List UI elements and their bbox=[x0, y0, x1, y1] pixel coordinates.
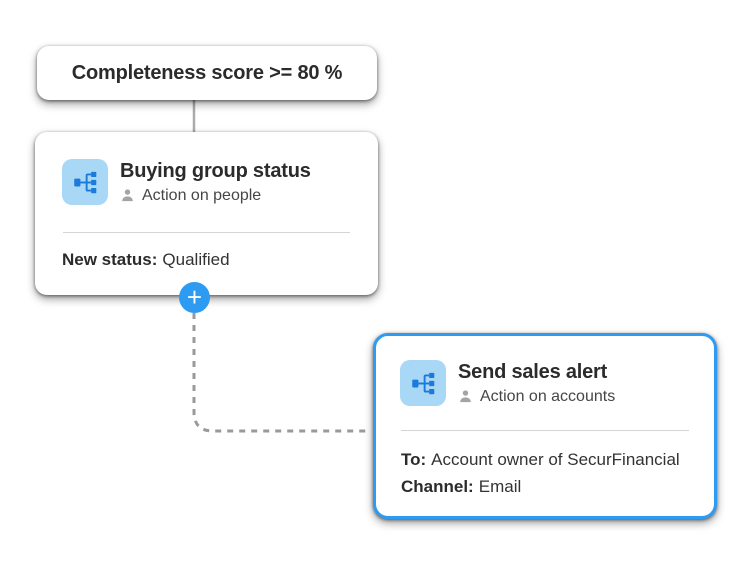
detail-label: New status: bbox=[62, 250, 158, 269]
org-hierarchy-icon bbox=[62, 159, 108, 205]
node-subtitle-label: Action on accounts bbox=[480, 387, 616, 405]
detail-row: New status:Qualified bbox=[62, 246, 230, 273]
node-title: Buying group status bbox=[120, 159, 311, 182]
node-titles: Buying group status Action on people bbox=[120, 160, 311, 205]
person-icon bbox=[120, 188, 135, 203]
sales-alert-node-card[interactable]: Send sales alert Action on accounts To:A… bbox=[373, 333, 717, 519]
divider bbox=[401, 430, 689, 431]
node-header: Send sales alert Action on accounts bbox=[400, 360, 615, 406]
buying-group-node-card[interactable]: Buying group status Action on people New… bbox=[35, 132, 378, 295]
node-subtitle: Action on people bbox=[120, 187, 311, 205]
divider bbox=[63, 232, 350, 233]
node-subtitle: Action on accounts bbox=[458, 388, 615, 406]
condition-node-card[interactable]: Completeness score >= 80 % bbox=[37, 46, 377, 100]
detail-label: Channel: bbox=[401, 477, 474, 496]
node-details: New status:Qualified bbox=[62, 246, 230, 273]
person-icon bbox=[458, 389, 473, 404]
org-hierarchy-icon bbox=[400, 360, 446, 406]
detail-value: Email bbox=[478, 477, 522, 496]
detail-row: To:Account owner of SecurFinancial bbox=[401, 446, 680, 473]
node-subtitle-label: Action on people bbox=[142, 186, 262, 204]
add-step-button[interactable]: + bbox=[179, 282, 210, 313]
detail-value: Qualified bbox=[162, 250, 230, 269]
detail-value: Account owner of SecurFinancial bbox=[431, 450, 680, 469]
node-title: Send sales alert bbox=[458, 360, 608, 383]
node-details: To:Account owner of SecurFinancial Chann… bbox=[401, 446, 680, 500]
detail-row: Channel:Email bbox=[401, 473, 680, 500]
plus-icon: + bbox=[186, 281, 203, 312]
node-titles: Send sales alert Action on accounts bbox=[458, 361, 615, 406]
detail-label: To: bbox=[401, 450, 427, 469]
connector-line-dashed bbox=[192, 313, 371, 433]
condition-title: Completeness score >= 80 % bbox=[71, 61, 343, 84]
node-header: Buying group status Action on people bbox=[62, 159, 311, 205]
